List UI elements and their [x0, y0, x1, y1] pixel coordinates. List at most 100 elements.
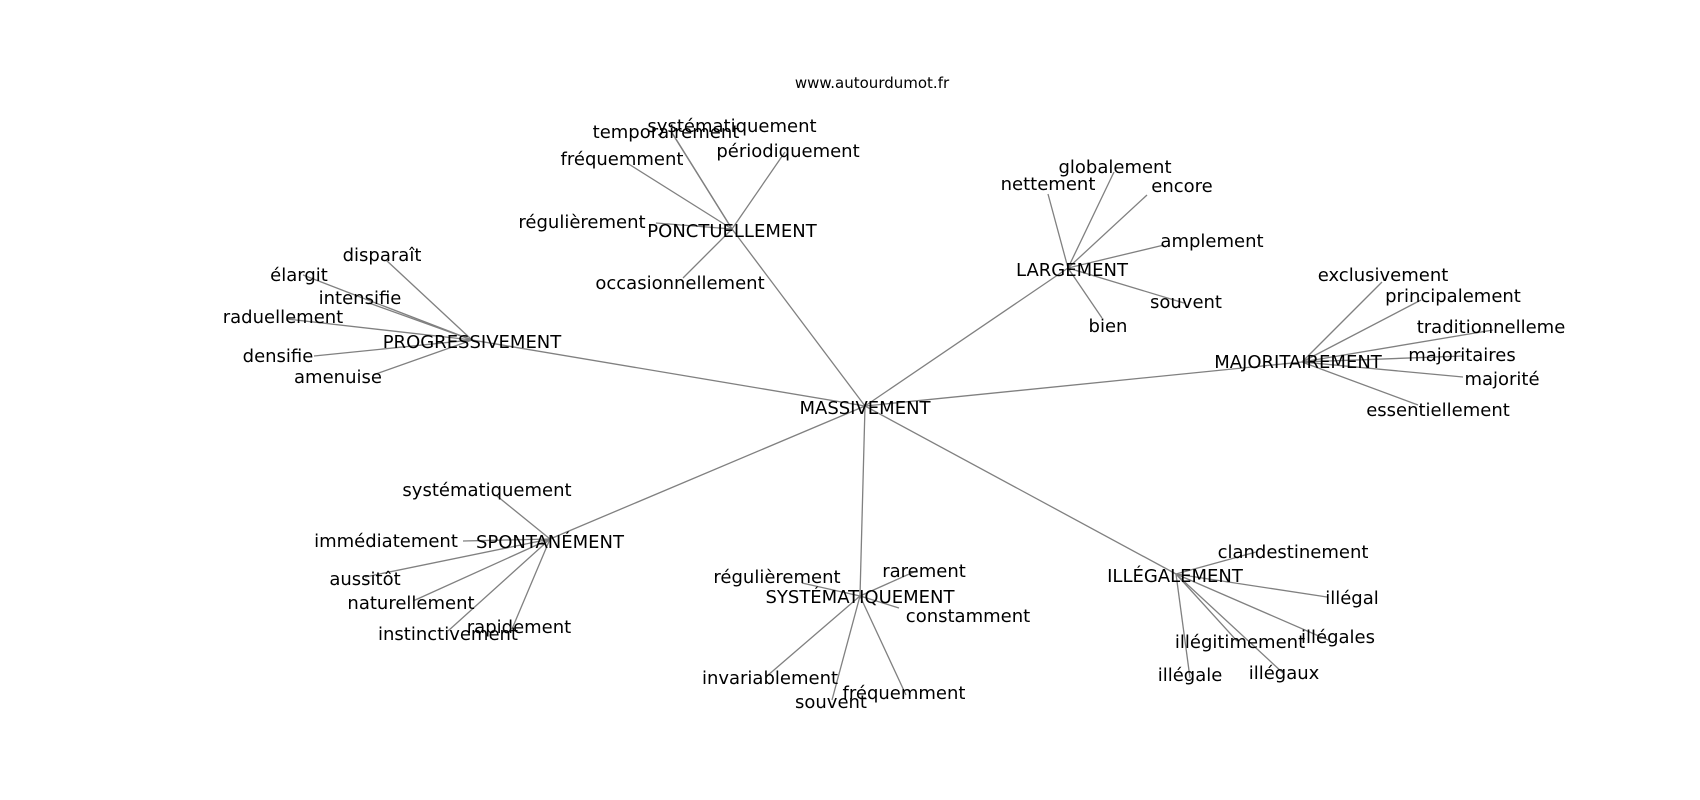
leaf-node-label[interactable]: densifie: [243, 346, 314, 367]
edge-systematiquement-to-frequemment: [859, 595, 907, 696]
edge-spontanement-to-immediatement: [462, 538, 551, 542]
edge-majoritairement-to-traditionnelleme: [1301, 329, 1494, 363]
leaf-node-label[interactable]: amplement: [1160, 231, 1263, 252]
leaf-node-label[interactable]: régulièrement: [518, 212, 645, 233]
leaf-node-label[interactable]: disparaît: [343, 245, 422, 266]
edge-progressivement-to-amenuise: [372, 339, 473, 376]
edge-systematiquement-to-regulierement: [801, 582, 861, 597]
leaf-node-label[interactable]: encore: [1151, 176, 1212, 197]
leaf-node-label[interactable]: illégitimement: [1175, 632, 1305, 653]
leaf-node-label[interactable]: souvent: [1150, 292, 1222, 313]
edge-progressivement-to-disparait: [385, 259, 473, 341]
edge-spontanement-to-rapidement: [511, 538, 551, 630]
leaf-node-label[interactable]: bien: [1089, 316, 1128, 337]
graph-labels: MASSIVEMENTsystématiquementtemporairemen…: [223, 116, 1566, 713]
hub-node-label[interactable]: SYSTÉMATIQUEMENT: [765, 586, 955, 608]
edge-illegalement-to-clandestinement: [1175, 551, 1257, 575]
leaf-node-label[interactable]: principalement: [1385, 286, 1521, 307]
edge-largement-to-nettement: [1047, 193, 1069, 269]
leaf-node-label[interactable]: invariablement: [702, 668, 838, 689]
leaf-node-label[interactable]: raduellement: [223, 307, 344, 328]
edge-systematiquement-to-rarement: [859, 570, 917, 597]
edge-progressivement-to-raduellement: [286, 318, 473, 341]
edge-center-to-largement: [864, 267, 1069, 407]
leaf-node-label[interactable]: illégaux: [1249, 663, 1320, 684]
hub-node-label[interactable]: SPONTANÉMENT: [476, 531, 625, 553]
leaf-node-label[interactable]: temporairement: [593, 122, 740, 143]
edge-ponctuellement-to-temporairement: [670, 130, 733, 230]
edge-illegalement-to-illegaux: [1175, 573, 1284, 674]
edge-majoritairement-to-principalement: [1301, 299, 1422, 363]
edge-largement-to-bien: [1067, 267, 1103, 319]
leaf-node-label[interactable]: rapidement: [467, 617, 571, 638]
edge-center-to-spontanement: [549, 405, 866, 540]
hub-node-label[interactable]: LARGEMENT: [1016, 260, 1129, 281]
hub-node-label[interactable]: PROGRESSIVEMENT: [383, 332, 563, 353]
leaf-node-label[interactable]: nettement: [1001, 174, 1096, 195]
edge-center-to-systematiquement: [859, 405, 866, 597]
leaf-node-label[interactable]: clandestinement: [1218, 542, 1369, 563]
edge-largement-to-amplement: [1067, 244, 1165, 269]
edge-ponctuellement-to-frequemment: [626, 162, 733, 230]
edge-center-to-ponctuellement: [731, 228, 866, 407]
edge-systematiquement-to-constamment: [859, 595, 900, 609]
leaf-node-label[interactable]: souvent: [795, 692, 867, 713]
hub-node-label[interactable]: PONCTUELLEMENT: [647, 221, 817, 242]
leaf-node-label[interactable]: fréquemment: [561, 149, 684, 170]
edge-progressivement-to-intensifie: [368, 302, 473, 341]
leaf-node-label[interactable]: aussitôt: [329, 569, 400, 590]
edge-illegalement-to-illegal: [1175, 573, 1328, 598]
leaf-node-label[interactable]: fréquemment: [843, 683, 966, 704]
leaf-node-label[interactable]: naturellement: [347, 593, 474, 614]
leaf-node-label[interactable]: constamment: [906, 606, 1030, 627]
leaf-node-label[interactable]: systématiquement: [647, 116, 816, 137]
leaf-node-label[interactable]: traditionnelleme: [1417, 317, 1566, 338]
edge-spontanement-to-aussitot: [364, 538, 551, 578]
leaf-node-label[interactable]: essentiellement: [1366, 400, 1510, 421]
edge-illegalement-to-illegitimement: [1175, 573, 1238, 642]
leaf-node-label[interactable]: majorité: [1464, 369, 1539, 390]
leaf-node-label[interactable]: illégal: [1325, 588, 1379, 609]
edge-spontanement-to-naturellement: [412, 538, 551, 602]
leaf-node-label[interactable]: illégales: [1301, 627, 1375, 648]
edge-center-to-progressivement: [471, 339, 866, 407]
edge-illegalement-to-illegale: [1175, 573, 1191, 679]
edge-center-to-illegalement: [864, 405, 1177, 575]
edge-systematiquement-to-invariablement: [766, 595, 861, 677]
leaf-node-label[interactable]: intensifie: [319, 288, 402, 309]
leaf-node-label[interactable]: rarement: [882, 561, 966, 582]
edge-spontanement-to-instinctivement: [447, 538, 551, 632]
leaf-node-label[interactable]: majoritaires: [1408, 345, 1516, 366]
leaf-node-label[interactable]: périodiquement: [716, 141, 859, 162]
edge-largement-to-souvent: [1067, 267, 1185, 304]
edge-majoritairement-to-exclusivement: [1301, 281, 1383, 363]
leaf-node-label[interactable]: illégale: [1158, 665, 1223, 686]
edge-ponctuellement-to-periodiquement: [731, 151, 786, 230]
edge-majoritairement-to-majorite: [1301, 361, 1464, 378]
edge-systematiquement-to-souvent: [831, 595, 861, 701]
site-credit: www.autourdumot.fr: [795, 74, 950, 92]
leaf-node-label[interactable]: globalement: [1058, 157, 1171, 178]
leaf-node-label[interactable]: élargit: [270, 265, 328, 286]
edge-center-to-majoritairement: [864, 361, 1303, 407]
edge-progressivement-to-elargit: [302, 274, 473, 341]
leaf-node-label[interactable]: régulièrement: [713, 567, 840, 588]
leaf-node-label[interactable]: occasionnellement: [595, 273, 764, 294]
leaf-node-label[interactable]: immédiatement: [314, 531, 458, 552]
hub-node-label[interactable]: ILLÉGALEMENT: [1107, 565, 1244, 587]
center-node-label[interactable]: MASSIVEMENT: [799, 398, 931, 419]
edge-largement-to-encore: [1067, 194, 1148, 269]
leaf-node-label[interactable]: amenuise: [294, 367, 382, 388]
edge-illegalement-to-illegales: [1175, 573, 1329, 641]
edge-ponctuellement-to-regulierement: [655, 222, 733, 230]
hub-node-label[interactable]: MAJORITAIREMENT: [1214, 352, 1383, 373]
leaf-node-label[interactable]: systématiquement: [402, 480, 571, 501]
leaf-node-label[interactable]: exclusivement: [1318, 265, 1449, 286]
graph-edges: [286, 130, 1494, 701]
edge-largement-to-globalement: [1067, 171, 1115, 269]
edge-progressivement-to-densifie: [313, 339, 473, 357]
edge-majoritairement-to-majoritaires: [1301, 355, 1464, 363]
edge-spontanement-to-systematiquement: [496, 495, 551, 540]
leaf-node-label[interactable]: instinctivement: [378, 624, 518, 645]
